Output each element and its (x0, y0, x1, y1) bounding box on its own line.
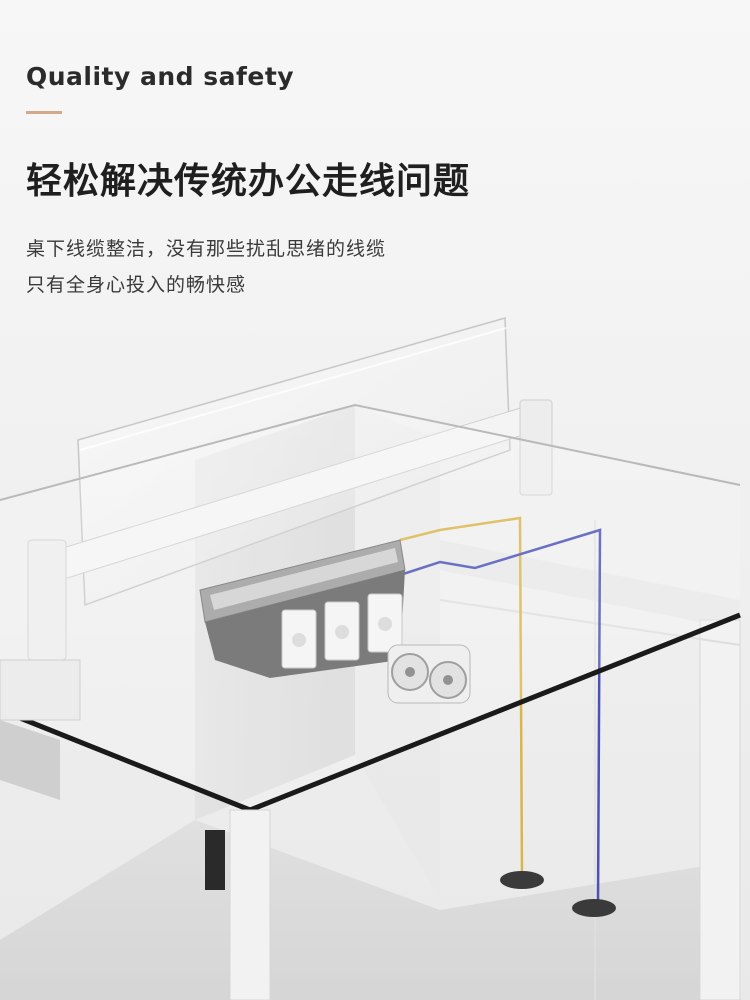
dual-fan-icon (387, 644, 471, 704)
floor-grommet-icon (500, 871, 616, 917)
description-line-2: 只有全身心投入的畅快感 (26, 274, 247, 296)
accent-rule (26, 111, 62, 114)
floor-area (0, 820, 740, 1000)
eyebrow-heading: Quality and safety (26, 62, 295, 91)
description-line-1: 桌下线缆整洁，没有那些扰乱思绪的线缆 (26, 238, 387, 260)
cable-routing (399, 516, 602, 906)
desk-illustration (0, 317, 741, 1000)
top-rail (27, 399, 553, 661)
page-title: 轻松解决传统办公走线问题 (26, 161, 471, 202)
power-socket-icon (281, 593, 403, 669)
cable-tray-icon (199, 539, 406, 678)
right-frame (439, 520, 741, 1000)
left-frame (0, 659, 271, 1000)
